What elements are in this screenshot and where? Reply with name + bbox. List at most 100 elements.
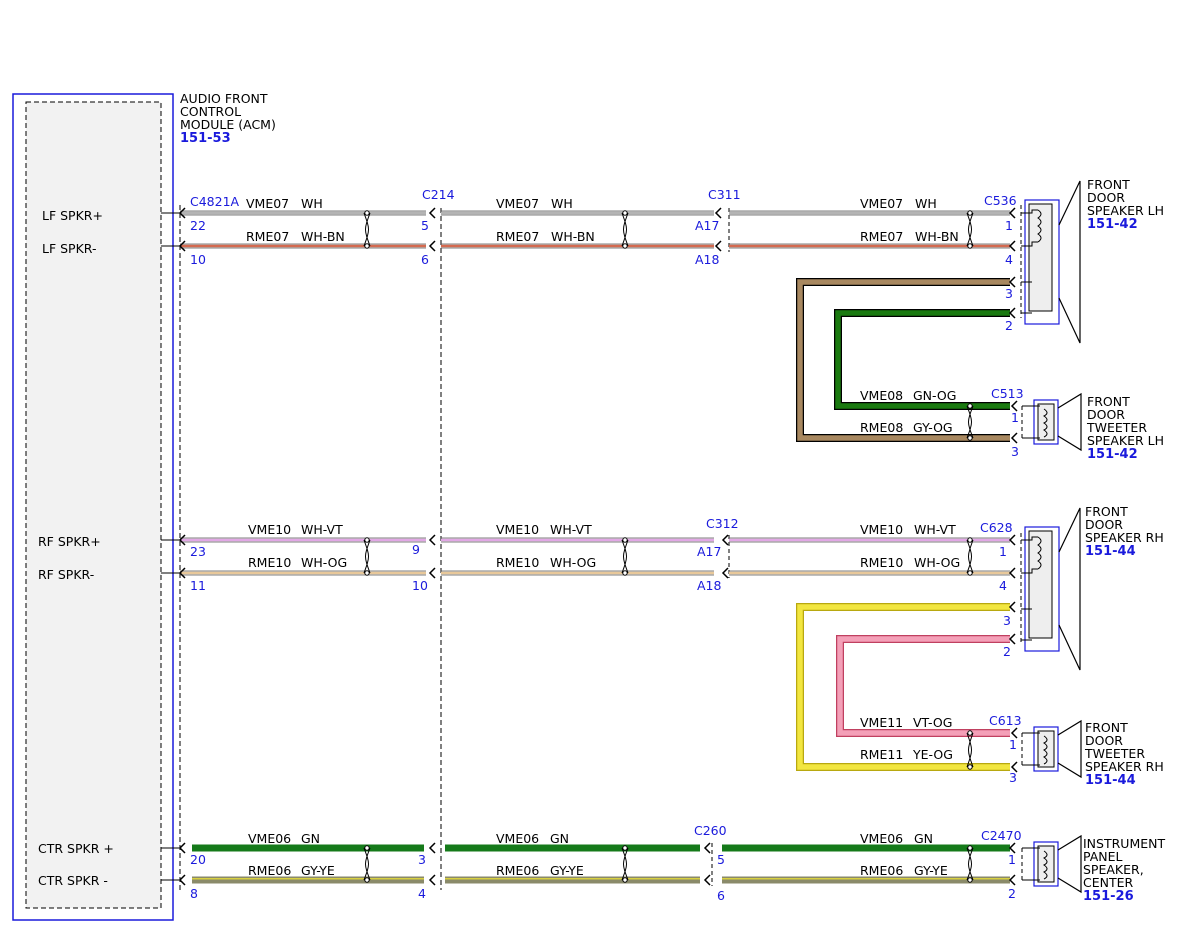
tweeter-coil <box>1043 735 1048 765</box>
twist-end <box>364 845 370 851</box>
tweeter-lead <box>1022 405 1040 439</box>
wire-rme11-route-fill <box>797 604 1010 770</box>
connector-chevron <box>1008 567 1016 579</box>
tweeter-cone <box>1057 719 1082 779</box>
circuit-id: VME10 <box>248 522 291 537</box>
circuit-color: GY-YE <box>550 863 584 878</box>
circuit-color: WH-VT <box>550 522 592 537</box>
pin-num: 1 <box>1009 737 1017 752</box>
pin-num: 10 <box>412 578 428 593</box>
twist-marker <box>621 847 627 881</box>
speaker-layer <box>1021 180 1082 894</box>
circuit-color: GN <box>301 831 320 846</box>
connector-chevron <box>1008 601 1016 613</box>
circuit-color: GY-YE <box>914 863 948 878</box>
circuit-id: RME10 <box>496 555 539 570</box>
circuit-id: RME07 <box>860 229 903 244</box>
twist-marker <box>968 405 974 439</box>
pin-num: 1 <box>1008 852 1016 867</box>
circuit-color: WH-BN <box>301 229 345 244</box>
conn-c260: C260 <box>694 823 727 838</box>
circuit-id: VME06 <box>496 831 539 846</box>
twist-end <box>967 845 973 851</box>
conn-c513: C513 <box>991 386 1024 401</box>
circuit-color: GY-OG <box>913 420 953 435</box>
circuit-id: VME11 <box>860 715 903 730</box>
connector-chevron <box>178 534 186 546</box>
pin-num: 1 <box>999 544 1007 559</box>
circuit-id: VME10 <box>860 522 903 537</box>
twist-marker <box>623 847 629 881</box>
circuit-color: GY-YE <box>301 863 335 878</box>
twist-marker <box>623 212 629 247</box>
acm-name-line1: AUDIO FRONT <box>180 91 268 106</box>
circuit-color: GN <box>550 831 569 846</box>
pin-num: 6 <box>717 888 725 903</box>
lf-speaker-ref: 151-42 <box>1087 217 1138 232</box>
twist-end <box>967 570 973 576</box>
twist-marker <box>365 847 371 881</box>
speaker-lead <box>1021 536 1038 574</box>
pin-lf-spkr-pos: LF SPKR+ <box>42 208 103 223</box>
twist-end <box>967 877 973 883</box>
connector-chevron <box>178 842 186 854</box>
lf-speaker-name: DOOR <box>1087 190 1125 205</box>
connector-chevron <box>1008 633 1016 645</box>
pin-num: 22 <box>190 218 206 233</box>
twist-end <box>622 210 628 216</box>
connector-chevron <box>721 567 729 579</box>
connector-chevron <box>428 207 436 219</box>
twist-marker <box>363 539 369 574</box>
center-speaker-name: SPEAKER, <box>1083 862 1144 877</box>
speaker-cone <box>1058 507 1081 671</box>
twist-marker <box>363 847 369 881</box>
connector-chevron <box>178 207 186 219</box>
lf-speaker-name: FRONT <box>1087 177 1130 192</box>
connector-chevron <box>428 842 436 854</box>
twist-end <box>622 537 628 543</box>
conn-c311: C311 <box>708 187 741 202</box>
pin-num: 5 <box>421 218 429 233</box>
pin-num: 4 <box>999 578 1007 593</box>
connector-chevron <box>1010 761 1018 773</box>
circuit-id: RME08 <box>860 420 903 435</box>
tweeter-frame <box>1033 399 1059 445</box>
wire-vme11-route-fill <box>837 636 1010 736</box>
wire-vme08-route-fill <box>835 310 1010 409</box>
twist-end <box>967 730 973 736</box>
circuit-id: RME11 <box>860 747 903 762</box>
connector-chevron <box>1008 534 1016 546</box>
twist-marker <box>968 732 974 768</box>
pin-num: 4 <box>418 886 426 901</box>
twist-end <box>364 210 370 216</box>
pin-num: 3 <box>418 852 426 867</box>
tweeter-lead <box>1022 732 1040 766</box>
pin-ctr-spkr-pos: CTR SPKR + <box>38 841 114 856</box>
circuit-id: VME06 <box>860 831 903 846</box>
connector-chevron <box>1010 432 1018 444</box>
pin-num: 5 <box>717 852 725 867</box>
tweeter-cone <box>1057 392 1082 452</box>
conn-c4821a: C4821A <box>190 194 240 209</box>
circuit-id: VME06 <box>248 831 291 846</box>
tweeter-frame <box>1033 841 1059 887</box>
wire-layer <box>178 207 1018 886</box>
connector-chevron <box>1008 240 1016 252</box>
twist-end <box>364 877 370 883</box>
wire-rme11-route <box>796 603 1010 771</box>
rf-tweeter-ref: 151-44 <box>1085 773 1136 788</box>
pin-num: 2 <box>1003 644 1011 659</box>
circuit-id: VME07 <box>246 196 289 211</box>
circuit-color: GN-OG <box>913 388 956 403</box>
circuit-id: VME07 <box>496 196 539 211</box>
circuit-color: WH-OG <box>550 555 596 570</box>
lf-tweeter-name: SPEAKER LH <box>1087 433 1164 448</box>
pin-num: 23 <box>190 544 206 559</box>
circuit-color: WH-VT <box>301 522 343 537</box>
twist-end <box>364 537 370 543</box>
acm-module-box <box>12 93 174 921</box>
circuit-id: RME06 <box>496 863 539 878</box>
circuit-id: VME10 <box>496 522 539 537</box>
twist-end <box>967 403 973 409</box>
